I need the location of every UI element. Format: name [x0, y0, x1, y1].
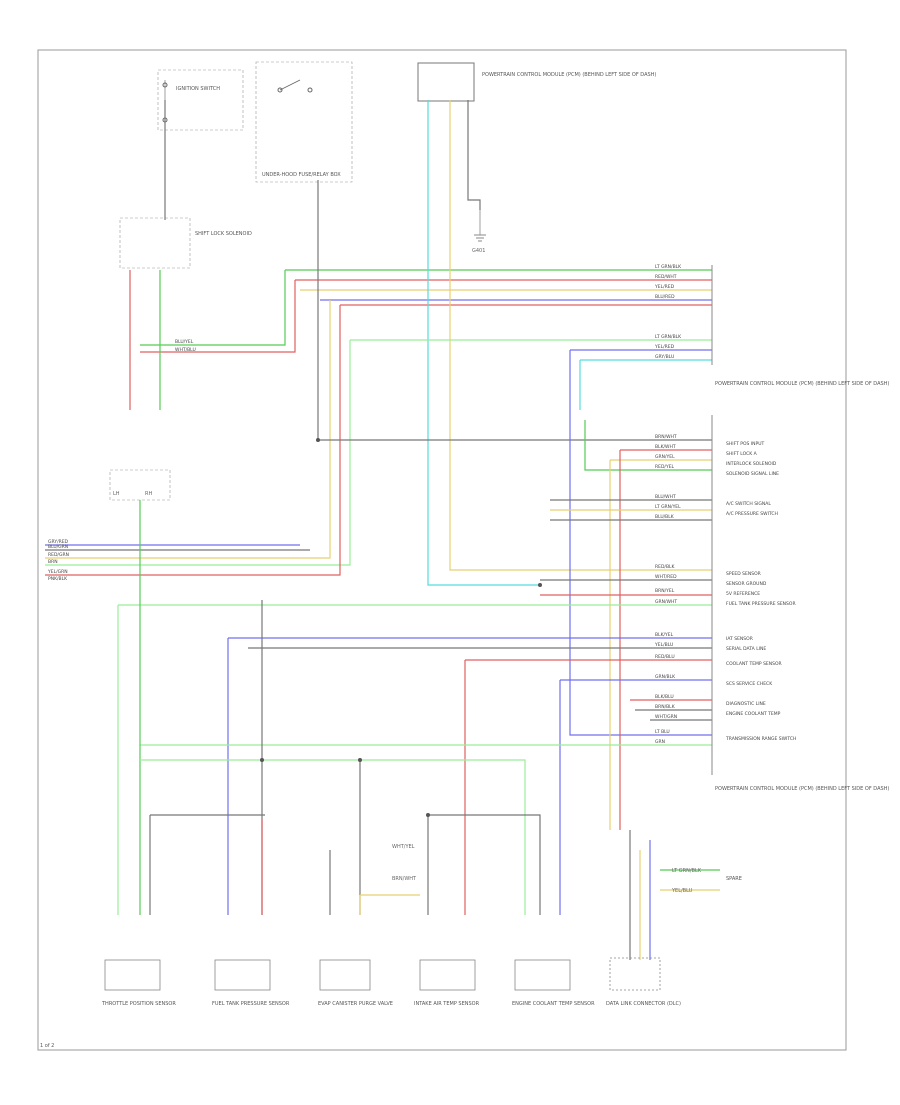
- wire-color-label: GRN/BLK: [655, 674, 676, 680]
- pcm-pin-label: FUEL TANK PRESSURE SENSOR: [726, 601, 796, 607]
- wire-color-label: BLK/BLU: [655, 694, 674, 700]
- wire-color-label: BLU/RED: [655, 294, 675, 300]
- wire-color-label: BLU/WHT: [655, 494, 676, 500]
- connector-right-label: SHIFT LOCK SOLENOID: [195, 231, 252, 237]
- pcm-pin-label: SOLENOID SIGNAL LINE: [726, 471, 779, 477]
- wire-color-label: RED/BLK: [655, 564, 676, 570]
- figure-id: 1 of 2: [40, 1043, 54, 1049]
- pcm-pin-label: INTERLOCK SOLENOID: [726, 461, 777, 467]
- pcm-pin-label: TRANSMISSION RANGE SWITCH: [725, 736, 796, 742]
- wire-color-label: GRN/YEL: [655, 454, 675, 460]
- wire-color-label: WHT/RED: [655, 574, 677, 580]
- wire-color-label: GRN/WHT: [655, 599, 677, 605]
- wire-a-label: WHT/YEL: [392, 844, 415, 850]
- wire-color-label: RED/GRN: [48, 552, 69, 558]
- right-sw-label: RH: [145, 491, 152, 497]
- wire-color-label: LT GRN/BLK: [655, 264, 682, 270]
- pcm-pin-label: A/C PRESSURE SWITCH: [726, 511, 778, 517]
- pcm-connector-upper: POWERTRAIN CONTROL MODULE (PCM) (BEHIND …: [711, 265, 889, 387]
- wire-color-label: LT GRN/YEL: [655, 504, 681, 510]
- sensor-4-label: INTAKE AIR TEMP SENSOR: [414, 1001, 480, 1007]
- pcm-pin-label: 5V REFERENCE: [726, 591, 760, 597]
- wire-color-label: BRN: [48, 559, 58, 565]
- wire-color-label: GRY/BLU: [655, 354, 674, 360]
- sensor-3: EVAP CANISTER PURGE VALVE: [318, 959, 393, 1007]
- dlc-2-label: YEL/BLU: [671, 888, 693, 894]
- sensor-2: FUEL TANK PRESSURE SENSOR: [212, 959, 290, 1007]
- pcm-top-block: POWERTRAIN CONTROL MODULE (PCM) (BEHIND …: [417, 62, 656, 102]
- wire-color-label: YEL/RED: [654, 344, 675, 350]
- pcm-upper-connector-label: POWERTRAIN CONTROL MODULE (PCM) (BEHIND …: [715, 381, 889, 387]
- wire-color-label: RED/YEL: [655, 464, 675, 470]
- wire-color-label: GRN: [655, 739, 665, 745]
- wire-color-label: BLU/GRN: [48, 544, 68, 550]
- pcm-upper-label: POWERTRAIN CONTROL MODULE (PCM) (BEHIND …: [482, 72, 656, 78]
- sensor-6: DATA LINK CONNECTOR (DLC): [606, 957, 681, 1007]
- dlc-1-label: LT GRN/BLK: [672, 868, 702, 874]
- sensor-5: ENGINE COOLANT TEMP SENSOR: [512, 959, 595, 1007]
- wire-color-label: LT GRN/BLK: [655, 334, 682, 340]
- pcm-lower-connector-label: POWERTRAIN CONTROL MODULE (PCM) (BEHIND …: [715, 786, 889, 792]
- ground-label: G401: [472, 248, 485, 254]
- wire-color-label: GRY/RED: [48, 539, 69, 545]
- splice-dots: [260, 438, 542, 817]
- pcm-pin-label: SERIAL DATA LINE: [726, 646, 766, 652]
- pcm-pin-label: SHIFT LOCK A: [726, 451, 758, 457]
- wire-color-label: YEL/RED: [654, 284, 675, 290]
- wire-color-label: WHT/BLU: [175, 347, 196, 353]
- pcm-pin-label: DIAGNOSTIC LINE: [726, 701, 766, 707]
- wire-color-label: BLU/YEL: [175, 339, 194, 345]
- ground-symbol: G401: [472, 210, 486, 254]
- pcm-pin-label: SCS SERVICE CHECK: [726, 681, 773, 687]
- sensor-6-label: DATA LINK CONNECTOR (DLC): [606, 1001, 681, 1007]
- wire-labels: LT GRN/BLK RED/WHT YEL/RED BLU/RED LT GRN/BL…: [47, 264, 682, 745]
- lower-left-switch: LH RH: [109, 469, 171, 501]
- ignition-switch-label: IGNITION SWITCH: [176, 86, 220, 92]
- relay-box: UNDER-HOOD FUSE/RELAY BOX: [255, 61, 353, 183]
- left-switch: SHIFT LOCK SOLENOID: [119, 217, 252, 269]
- wire-color-label: BLK/YEL: [655, 632, 674, 638]
- pcm-pin-label: A/C SWITCH SIGNAL: [726, 501, 771, 507]
- left-sw-label: LH: [113, 491, 120, 497]
- pcm-pin-label: SHIFT POS INPUT: [726, 441, 764, 447]
- wire-color-label: BRN/WHT: [655, 434, 677, 440]
- sensor-2-label: FUEL TANK PRESSURE SENSOR: [212, 1001, 290, 1007]
- sensor-5-label: ENGINE COOLANT TEMP SENSOR: [512, 1001, 595, 1007]
- wire-b-label: BRN/WHT: [392, 876, 417, 882]
- wire-color-label: YEL/GRN: [47, 569, 68, 575]
- wire-color-label: RED/WHT: [655, 274, 677, 280]
- pcm-connector-lower: POWERTRAIN CONTROL MODULE (PCM) (BEHIND …: [711, 415, 889, 792]
- relay-box-label: UNDER-HOOD FUSE/RELAY BOX: [262, 172, 341, 178]
- wire-color-label: BRN/BLK: [655, 704, 676, 710]
- wire-color-label: BLK/WHT: [655, 444, 676, 450]
- pcm-pin-label: COOLANT TEMP SENSOR: [726, 661, 782, 667]
- spare-label: SPARE: [726, 876, 742, 882]
- sensor-1-label: THROTTLE POSITION SENSOR: [101, 1001, 176, 1007]
- ignition-switch: IGNITION SWITCH: [157, 69, 244, 131]
- sensor-1: THROTTLE POSITION SENSOR: [101, 959, 176, 1007]
- wire-color-label: BRN/YEL: [655, 588, 675, 594]
- wire-color-label: WHT/GRN: [655, 714, 677, 720]
- pcm-pin-label: SENSOR GROUND: [726, 581, 767, 587]
- sensor-3-label: EVAP CANISTER PURGE VALVE: [318, 1001, 393, 1007]
- wire-color-label: LT BLU: [655, 729, 670, 735]
- wire-color-label: BLU/BLK: [655, 514, 675, 520]
- pcm-pin-label: ENGINE COOLANT TEMP: [726, 711, 781, 717]
- wires: [45, 100, 720, 960]
- pcm-pin-label: IAT SENSOR: [726, 636, 753, 642]
- pcm-pin-label: SPEED SENSOR: [726, 571, 761, 577]
- wire-color-label: PNK/BLK: [48, 576, 68, 582]
- sensor-4: INTAKE AIR TEMP SENSOR: [414, 959, 480, 1007]
- wire-color-label: YEL/BLU: [654, 642, 673, 648]
- wire-color-label: RED/BLU: [655, 654, 675, 660]
- diagram-frame: [37, 49, 847, 1051]
- pin-labels: SHIFT POS INPUT SHIFT LOCK A INTERLOCK SOL…: [725, 441, 796, 742]
